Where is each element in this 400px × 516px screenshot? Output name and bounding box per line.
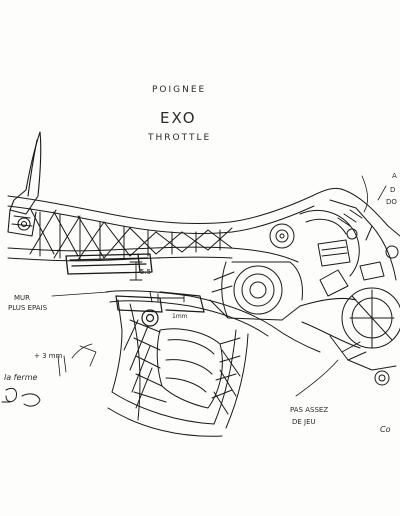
annotation-corner: Co (380, 425, 391, 434)
leader-lines (51, 175, 387, 397)
wall-section (115, 291, 205, 327)
central-boss (209, 261, 303, 321)
annotation-la-ferme: la ferme (4, 373, 37, 382)
handle-upper-body (7, 187, 400, 263)
dimension-value: 5.5 (140, 268, 151, 276)
right-cluster (299, 269, 400, 386)
annotation-plus3: + 3 mm (34, 352, 63, 360)
annotation-mur-line2: PLUS EPAIS (8, 304, 48, 312)
annotation-top-right-a: A (392, 172, 397, 180)
annotation-top-right-d1: D (390, 186, 395, 194)
grip-lower-body (105, 290, 321, 437)
annotation-top-right-do: DO (386, 198, 397, 206)
annotation-pas-assez-line2: DE JEU (292, 418, 316, 426)
lever-tip (7, 131, 42, 237)
dimension-small: 1mm (172, 313, 188, 320)
left-scribbles (1, 387, 41, 407)
annotation-mur-line1: MUR (14, 294, 30, 302)
dimension-marker (129, 261, 185, 303)
title-main: EXO (160, 109, 197, 127)
title-sub: THROTTLE (147, 133, 211, 143)
slot-bar (65, 253, 153, 275)
pivot-assembly (269, 199, 399, 281)
title-top: POIGNEE (152, 85, 206, 95)
annotation-pas-assez-line1: PAS ASSEZ (290, 406, 328, 414)
